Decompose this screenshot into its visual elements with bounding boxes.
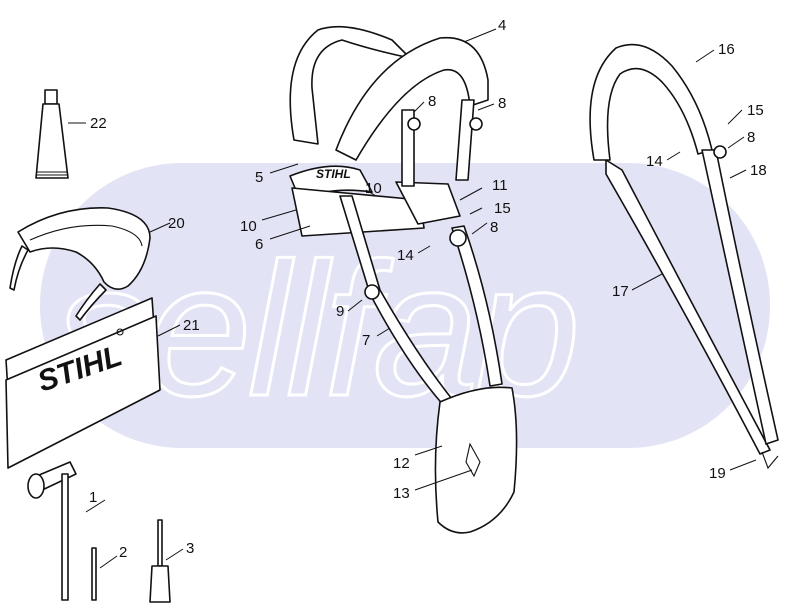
pin-icon (91, 547, 97, 601)
callout-20: 20 (168, 215, 185, 232)
callouts: 1 2 3 4 5 6 7 8 8 8 8 9 10 10 11 12 13 1… (89, 17, 767, 561)
grease-tube-icon (35, 89, 69, 179)
callout-1: 1 (89, 489, 97, 506)
callout-16: 16 (718, 41, 735, 58)
callout-12: 12 (393, 455, 410, 472)
callout-11: 11 (492, 177, 508, 194)
callout-22: 22 (90, 115, 107, 132)
watermark-band (40, 163, 770, 448)
full-harness-icon: STIHL (289, 25, 518, 534)
callout-14-a: 14 (397, 247, 414, 264)
callout-13: 13 (393, 485, 410, 502)
leader-lines (68, 28, 757, 569)
callout-8-a: 8 (428, 93, 436, 110)
callout-9: 9 (336, 303, 344, 320)
harness-brand-logo: STIHL (316, 167, 351, 181)
callout-6: 6 (255, 236, 263, 253)
combination-wrench-icon (27, 461, 77, 601)
callout-19: 19 (709, 465, 726, 482)
callout-5: 5 (255, 169, 263, 186)
callout-8-c: 8 (490, 219, 498, 236)
callout-4: 4 (498, 17, 506, 34)
callout-8-d: 8 (747, 129, 755, 146)
callout-10-b: 10 (365, 180, 382, 197)
callout-7: 7 (362, 332, 370, 349)
screwdriver-icon (149, 519, 171, 603)
callout-10-a: 10 (240, 218, 257, 235)
callout-18: 18 (750, 162, 767, 179)
tool-pouch-icon: STIHL (5, 297, 161, 469)
shoulder-strap-icon (589, 43, 779, 470)
callout-15-a: 15 (494, 200, 511, 217)
callout-8-b: 8 (498, 95, 506, 112)
safety-glasses-icon (9, 207, 151, 321)
callout-3: 3 (186, 540, 194, 557)
callout-15-b: 15 (747, 102, 764, 119)
callout-21: 21 (183, 317, 200, 334)
callout-2: 2 (119, 544, 127, 561)
callout-14-b: 14 (646, 153, 663, 170)
callout-17: 17 (612, 283, 629, 300)
